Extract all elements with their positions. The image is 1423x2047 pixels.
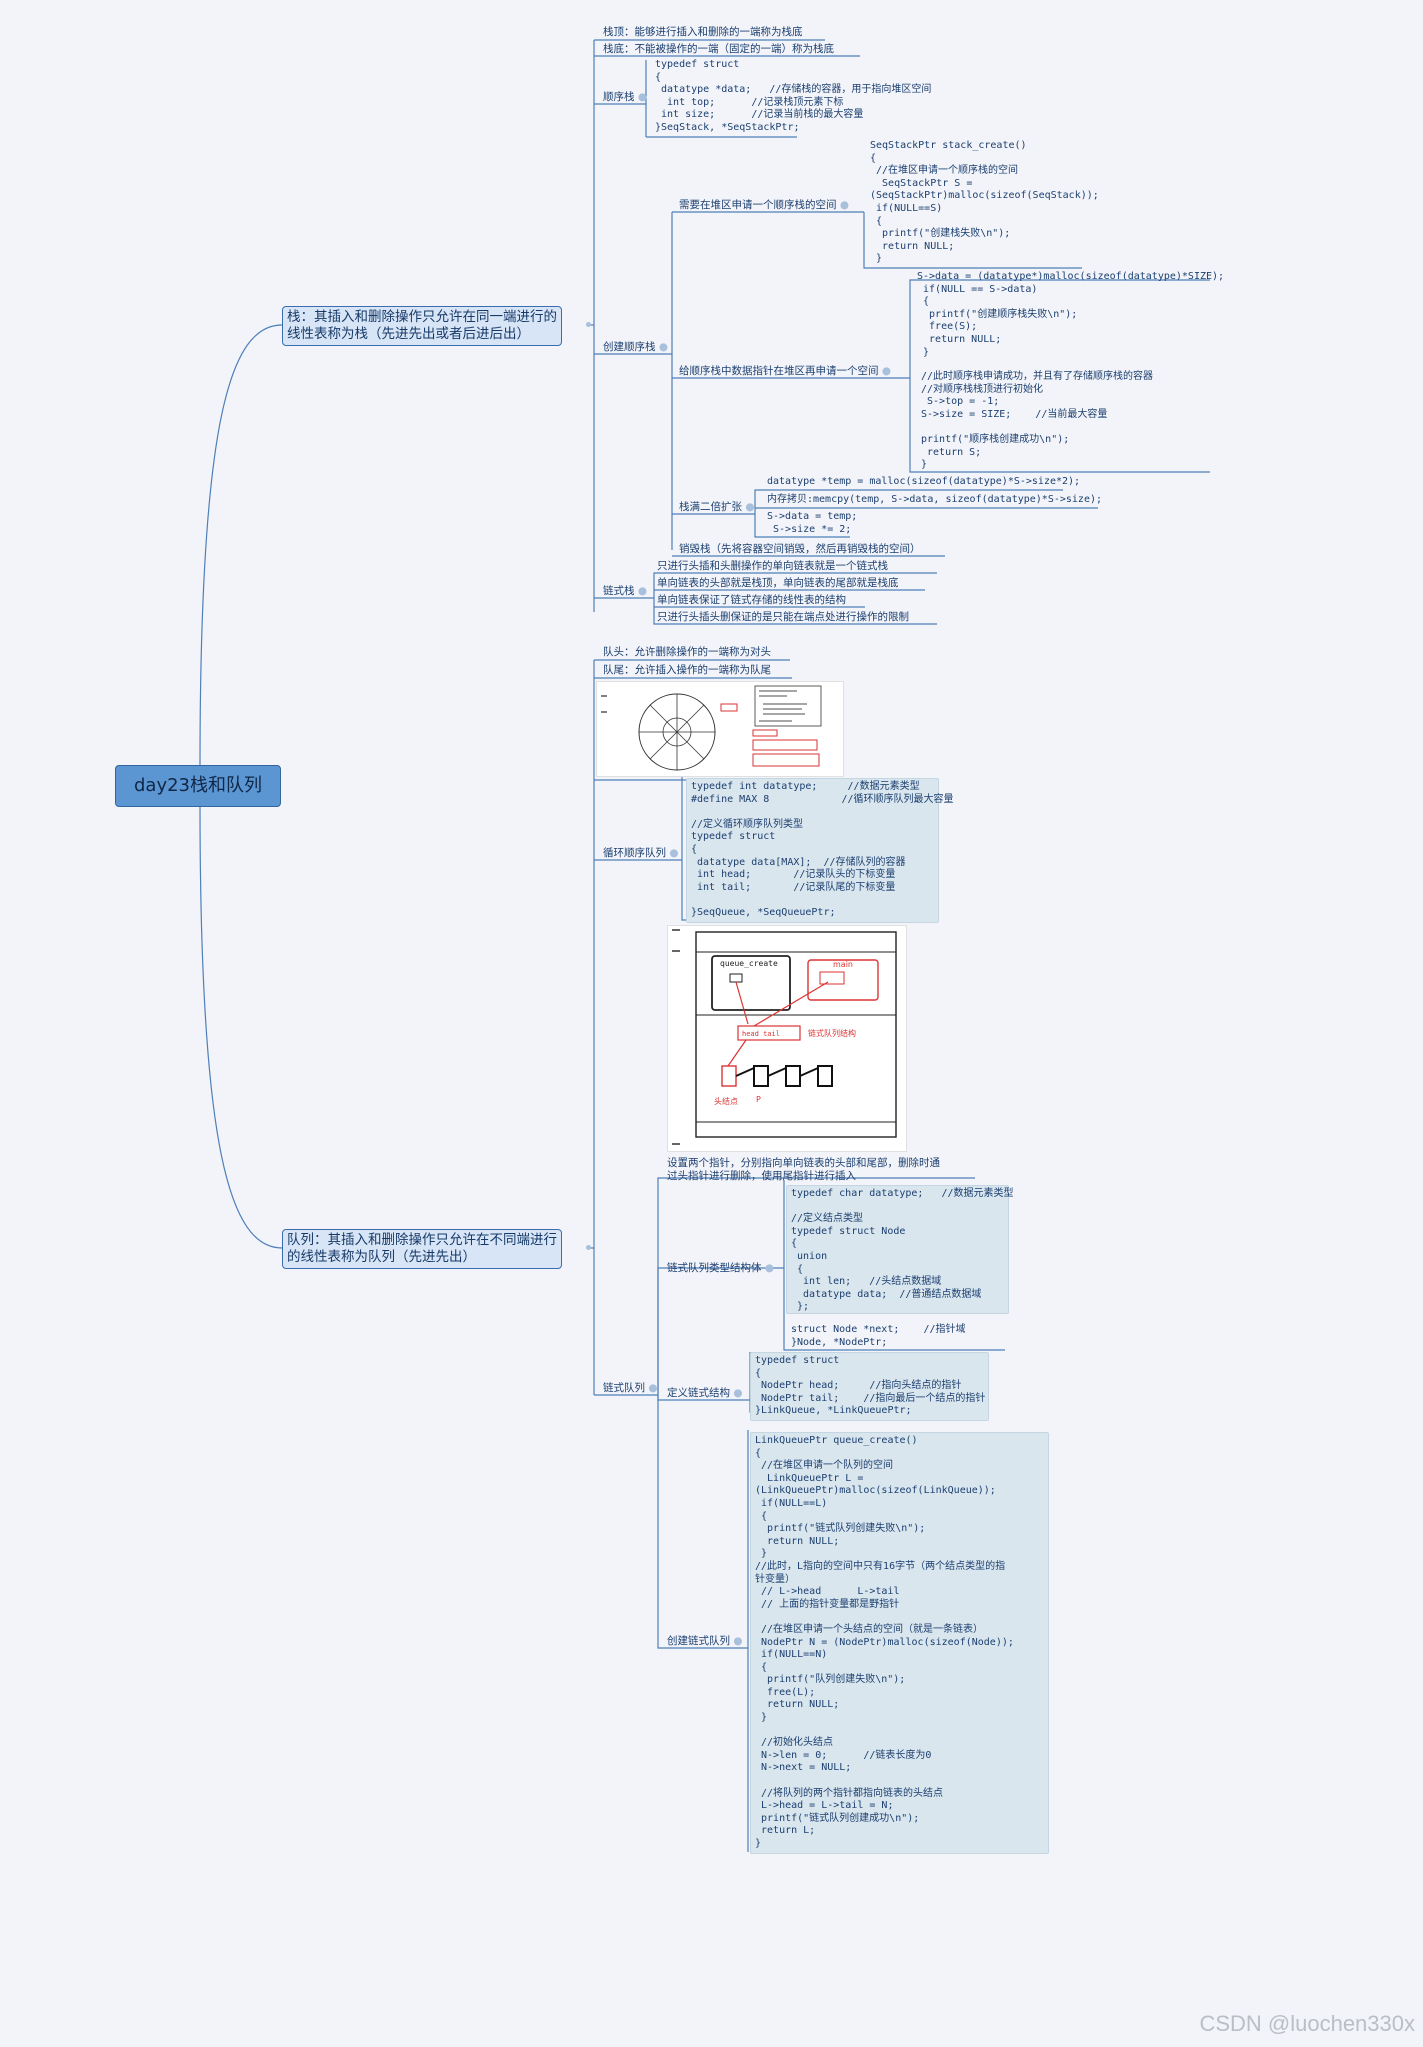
expand-code-2: 内存拷贝:memcpy(temp, S->data, sizeof(dataty… xyxy=(767,494,1103,505)
seq-stack-text: 顺序栈 xyxy=(603,91,635,103)
heap-alloc-text: 需要在堆区申请一个顺序栈的空间 xyxy=(679,199,837,211)
node-struct-code: typedef char datatype; //数据元素类型 //定义结点类型… xyxy=(786,1185,1014,1314)
node-struct-text: 链式队列类型结构体 xyxy=(667,1262,762,1274)
circ-queue-text: 循环顺序队列 xyxy=(603,847,666,859)
collapse-dot[interactable] xyxy=(586,322,591,327)
def-link-text: 定义链式结构 xyxy=(667,1387,730,1399)
link-stack-item[interactable]: 单向链表的头部就是栈顶，单向链表的尾部就是栈底 xyxy=(657,577,899,589)
link-stack-item[interactable]: 只进行头插和头删操作的单向链表就是一个链式栈 xyxy=(657,560,888,572)
watermark: CSDN @luochen330x xyxy=(1199,2011,1415,2036)
hnode-label: 头结点 xyxy=(714,1096,738,1106)
expand-code-3: S->data = temp; S->size *= 2; xyxy=(767,511,858,535)
link-queue-desc-line-1: 设置两个指针，分别指向单向链表的头部和尾部，删除时通 xyxy=(667,1157,940,1169)
topic-stack-line-2: 线性表称为栈（先进先出或者后进后出） xyxy=(287,326,530,342)
central-topic[interactable]: day23栈和队列 xyxy=(115,765,281,807)
create-link-queue-text: 创建链式队列 xyxy=(667,1635,730,1647)
collapse-dot[interactable] xyxy=(586,1245,591,1250)
circ-queue-code: typedef int datatype; //数据元素类型 #define M… xyxy=(686,778,954,923)
link-stack-text: 链式栈 xyxy=(603,585,635,597)
data-alloc-label[interactable]: 给顺序栈中数据指针在堆区再申请一个空间 ● xyxy=(679,365,892,377)
heap-alloc-label[interactable]: 需要在堆区申请一个顺序栈的空间 ● xyxy=(679,199,850,211)
data-alloc-text: 给顺序栈中数据指针在堆区再申请一个空间 xyxy=(679,365,879,377)
link-queue-desc[interactable]: 设置两个指针，分别指向单向链表的头部和尾部，删除时通 过头指针进行删除，使用尾指… xyxy=(667,1157,940,1183)
topic-queue[interactable]: 队列：其插入和删除操作只允许在不同端进行 的线性表称为队列（先进先出） xyxy=(282,1229,562,1269)
p-label: P xyxy=(756,1095,761,1104)
circular-queue-drawing xyxy=(601,685,822,771)
expand-label[interactable]: 栈满二倍扩张 ● xyxy=(679,501,755,513)
link-queue-text: 链式队列 xyxy=(603,1382,645,1394)
topic-queue-line-1: 队列：其插入和删除操作只允许在不同端进行 xyxy=(287,1232,557,1248)
topic-stack[interactable]: 栈：其插入和删除操作只允许在同一端进行的 线性表称为栈（先进先出或者后进后出） xyxy=(282,306,562,346)
create-seq-stack-label[interactable]: 创建顺序栈 ● xyxy=(603,341,669,353)
create-link-queue-code: LinkQueuePtr queue_create() { //在堆区申请一个队… xyxy=(750,1432,1049,1854)
topic-stack-line-1: 栈：其插入和删除操作只允许在同一端进行的 xyxy=(287,309,557,325)
seq-stack-label[interactable]: 顺序栈 ● xyxy=(603,91,648,103)
create-link-queue-label[interactable]: 创建链式队列 ● xyxy=(667,1635,743,1647)
data-alloc-code-2: //此时顺序栈申请成功，并且有了存储顺序栈的容器 //对顺序栈栈顶进行初始化 S… xyxy=(921,371,1154,471)
node-struct-code-2: struct Node *next; //指针域 }Node, *NodePtr… xyxy=(791,1324,966,1348)
stack-top-def[interactable]: 栈顶：能够进行插入和删除的一端称为栈底 xyxy=(603,26,803,38)
link-stack-item[interactable]: 只进行头插头删保证的是只能在端点处进行操作的限制 xyxy=(657,611,909,623)
seq-stack-code: typedef struct { datatype *data; //存储栈的容… xyxy=(655,59,932,133)
fn-label: queue_create xyxy=(720,959,778,968)
circ-queue-label[interactable]: 循环顺序队列 ● xyxy=(603,847,679,859)
data-alloc-code-1: S->data = (datatype*)malloc(sizeof(datat… xyxy=(917,271,1225,358)
topic-queue-line-2: 的线性表称为队列（先进先出） xyxy=(287,1249,476,1265)
ht-label: head tail xyxy=(742,1030,780,1038)
link-queue-desc-line-2: 过头指针进行删除，使用尾指针进行插入 xyxy=(667,1170,856,1182)
main-label: main xyxy=(833,960,853,969)
create-seq-stack-text: 创建顺序栈 xyxy=(603,341,656,353)
link-queue-drawing: queue_create main head tail 链式队列结构 头结点 P xyxy=(672,929,897,1145)
link-stack-label[interactable]: 链式栈 ● xyxy=(603,585,648,597)
link-stack-item[interactable]: 单向链表保证了链式存储的线性表的结构 xyxy=(657,594,846,606)
circular-queue-image xyxy=(596,681,844,777)
def-link-code: typedef struct { NodePtr head; //指向头结点的指… xyxy=(750,1352,989,1421)
queue-head-def[interactable]: 队头：允许删除操作的一端称为对头 xyxy=(603,646,771,658)
stack-bottom-def[interactable]: 栈底：不能被操作的一端（固定的一端）称为栈底 xyxy=(603,43,834,55)
link-queue-label[interactable]: 链式队列 ● xyxy=(603,1382,658,1394)
def-link-label[interactable]: 定义链式结构 ● xyxy=(667,1387,743,1399)
link-queue-image: queue_create main head tail 链式队列结构 头结点 P xyxy=(667,925,907,1152)
expand-code-1: datatype *temp = malloc(sizeof(datatype)… xyxy=(767,476,1081,487)
destroy-stack[interactable]: 销毁栈（先将容器空间销毁，然后再销毁栈的空间） xyxy=(679,543,921,555)
expand-text: 栈满二倍扩张 xyxy=(679,501,742,513)
heap-alloc-code: SeqStackPtr stack_create() { //在堆区申请一个顺序… xyxy=(870,140,1099,265)
struct-label: 链式队列结构 xyxy=(808,1028,856,1038)
queue-tail-def[interactable]: 队尾：允许插入操作的一端称为队尾 xyxy=(603,664,771,676)
node-struct-label[interactable]: 链式队列类型结构体 ● xyxy=(667,1262,775,1274)
